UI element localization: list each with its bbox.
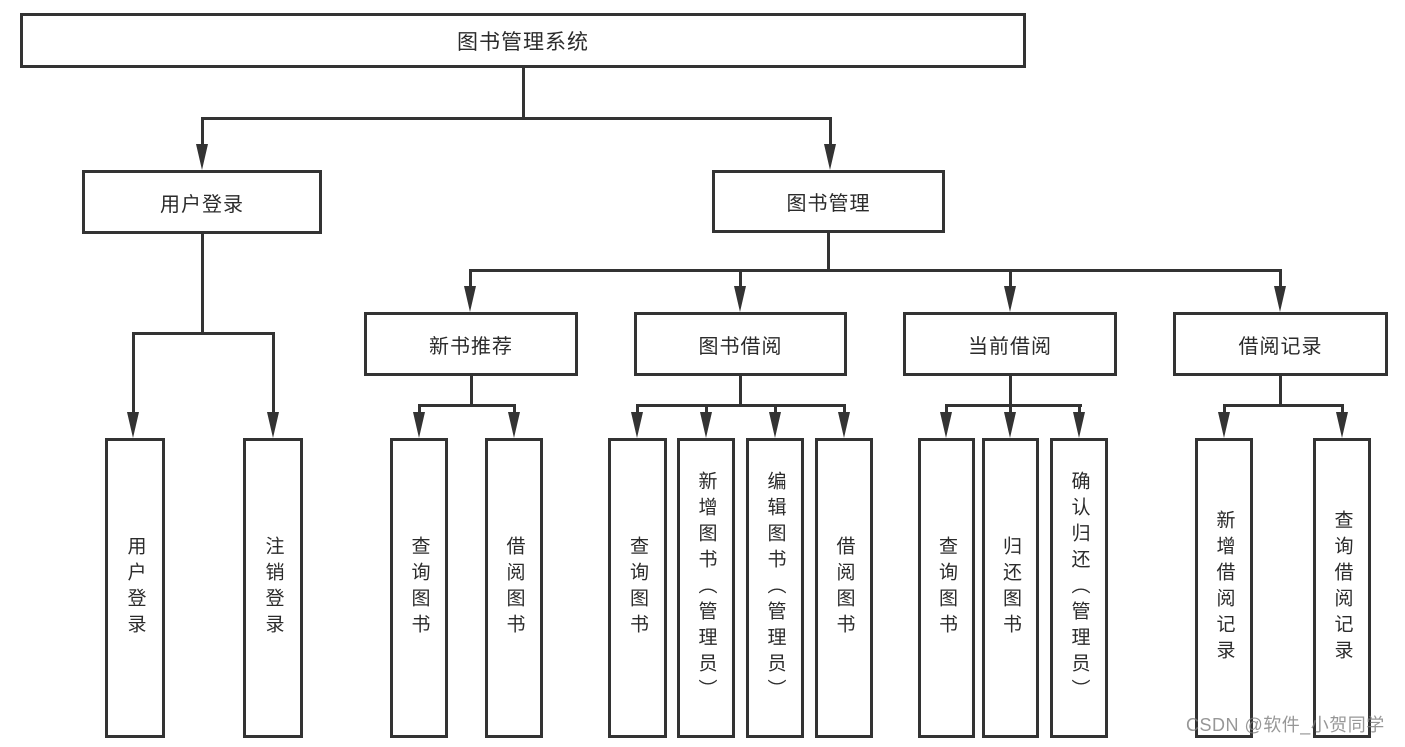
leaf-current-return-books: 归还图书 (982, 438, 1039, 738)
node-current-borrow: 当前借阅 (903, 312, 1117, 376)
arrow-down-icon (1218, 412, 1230, 438)
leaf-label: 注销登录 (262, 536, 284, 640)
leaf-borrow-add-books-admin: 新增图书（管理员） (677, 438, 735, 738)
connector-line (1008, 404, 1012, 414)
arrow-down-icon (824, 144, 836, 170)
arrow-down-icon (413, 412, 425, 438)
arrow-down-icon (464, 286, 476, 312)
node-user-login: 用户登录 (82, 170, 322, 234)
node-book-management: 图书管理 (712, 170, 945, 233)
connector-line (512, 404, 516, 414)
arrow-down-icon (1004, 286, 1016, 312)
connector-line (417, 404, 516, 407)
arrow-down-icon (1274, 286, 1286, 312)
connector-line (271, 332, 275, 414)
leaf-label: 借阅图书 (503, 536, 525, 640)
leaf-borrow-borrow-books: 借阅图书 (815, 438, 873, 738)
arrow-down-icon (196, 144, 208, 170)
connector-line (842, 404, 846, 414)
connector-line (417, 404, 421, 414)
connector-line (944, 404, 1082, 407)
leaf-current-confirm-return-admin: 确认归还（管理员） (1050, 438, 1108, 738)
connector-line (1278, 269, 1282, 288)
arrow-down-icon (1004, 412, 1016, 438)
node-new-book-recommend: 新书推荐 (364, 312, 578, 376)
connector-line (1222, 404, 1226, 414)
leaf-borrow-query-books: 查询图书 (608, 438, 667, 738)
watermark: CSDN @软件_小贺同学 (1186, 715, 1385, 735)
connector-line (131, 332, 275, 335)
arrow-down-icon (508, 412, 520, 438)
connector-line (827, 233, 830, 272)
leaf-newbook-borrow-books: 借阅图书 (485, 438, 543, 738)
leaf-label: 确认归还（管理员） (1068, 471, 1090, 705)
leaf-newbook-query-books: 查询图书 (390, 438, 448, 738)
connector-line (1279, 376, 1282, 407)
node-book-borrow: 图书借阅 (634, 312, 847, 376)
leaf-label: 用户登录 (124, 536, 146, 640)
arrow-down-icon (1073, 412, 1085, 438)
arrow-down-icon (940, 412, 952, 438)
leaf-label: 新增图书（管理员） (695, 471, 717, 705)
connector-line (469, 376, 473, 407)
connector-line (635, 404, 639, 414)
leaf-label: 借阅图书 (833, 536, 855, 640)
connector-line (1077, 404, 1081, 414)
connector-line (738, 269, 742, 288)
connector-line (1340, 404, 1344, 414)
arrow-down-icon (700, 412, 712, 438)
leaf-label: 归还图书 (1000, 536, 1021, 640)
arrow-down-icon (1336, 412, 1348, 438)
arrow-down-icon (769, 412, 781, 438)
leaf-record-query-record: 查询借阅记录 (1313, 438, 1371, 738)
leaf-label: 编辑图书（管理员） (764, 471, 786, 705)
node-library-system: 图书管理系统 (20, 13, 1026, 68)
connector-line (468, 269, 472, 288)
leaf-label: 新增借阅记录 (1213, 510, 1235, 666)
arrow-down-icon (127, 412, 139, 438)
connector-line (1222, 404, 1344, 407)
connector-line (704, 404, 708, 414)
leaf-logout: 注销登录 (243, 438, 303, 738)
arrow-down-icon (838, 412, 850, 438)
connector-line (200, 117, 204, 144)
arrow-down-icon (734, 286, 746, 312)
connector-line (635, 404, 846, 407)
connector-line (738, 376, 742, 407)
connector-line (828, 117, 832, 144)
leaf-label: 查询图书 (408, 536, 430, 640)
connector-line (200, 117, 832, 120)
leaf-record-add-record: 新增借阅记录 (1195, 438, 1253, 738)
leaf-borrow-edit-books-admin: 编辑图书（管理员） (746, 438, 804, 738)
leaf-user-login: 用户登录 (105, 438, 165, 738)
connector-line (1008, 269, 1012, 288)
connector-line (521, 68, 525, 119)
leaf-current-query-books: 查询图书 (918, 438, 975, 738)
arrow-down-icon (631, 412, 643, 438)
connector-line (200, 234, 204, 335)
connector-line (1008, 376, 1012, 407)
connector-line (944, 404, 948, 414)
connector-line (468, 269, 1282, 272)
leaf-label: 查询图书 (627, 536, 648, 640)
node-borrow-record: 借阅记录 (1173, 312, 1388, 376)
arrow-down-icon (267, 412, 279, 438)
leaf-label: 查询图书 (936, 536, 957, 640)
connector-line (773, 404, 777, 414)
leaf-label: 查询借阅记录 (1331, 510, 1353, 666)
connector-line (131, 332, 135, 414)
